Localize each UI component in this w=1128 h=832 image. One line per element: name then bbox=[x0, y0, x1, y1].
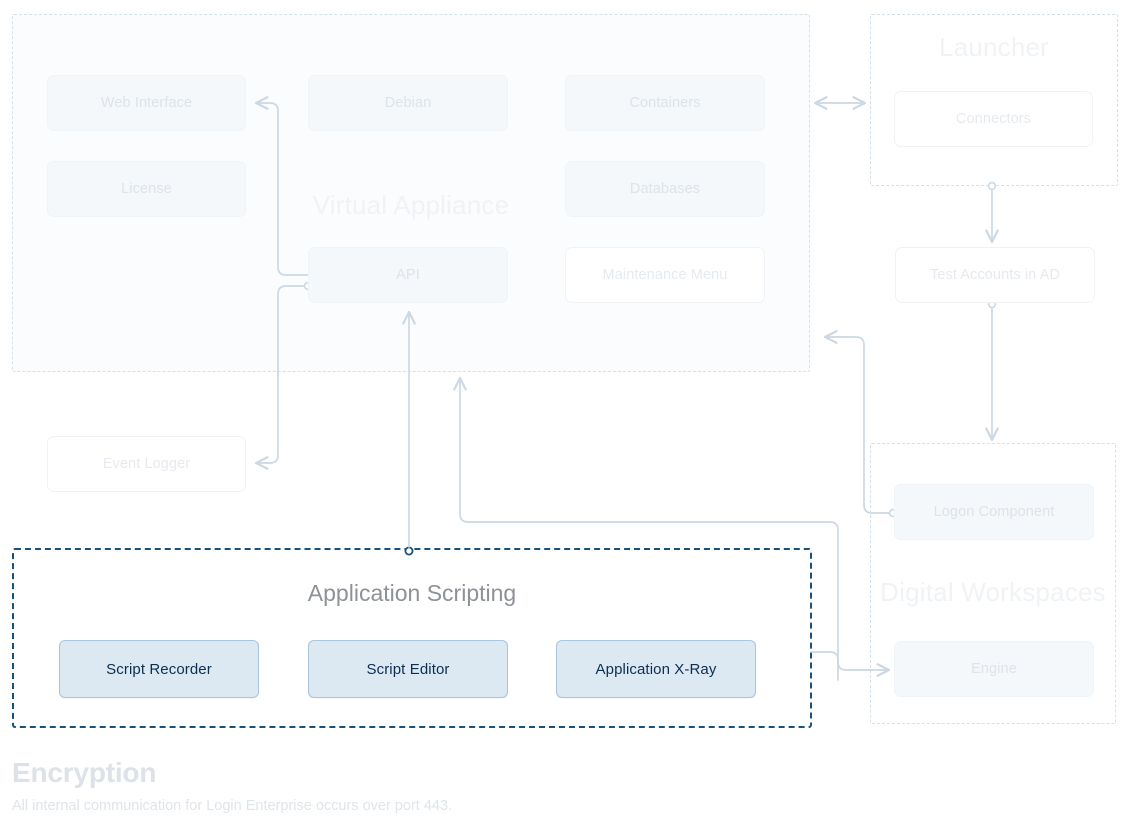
node-application-xray[interactable]: Application X-Ray bbox=[556, 640, 756, 698]
node-engine[interactable]: Engine bbox=[894, 641, 1094, 697]
node-test-accounts-in-ad-label: Test Accounts in AD bbox=[929, 267, 1061, 283]
node-debian[interactable]: Debian bbox=[308, 75, 508, 131]
node-script-recorder[interactable]: Script Recorder bbox=[59, 640, 259, 698]
node-databases-label: Databases bbox=[629, 181, 701, 197]
node-web-interface-label: Web Interface bbox=[100, 95, 193, 111]
group-application-scripting: Application Scripting bbox=[12, 548, 812, 728]
node-databases[interactable]: Databases bbox=[565, 161, 765, 217]
node-test-accounts-in-ad[interactable]: Test Accounts in AD bbox=[895, 247, 1095, 303]
node-api[interactable]: API bbox=[308, 247, 508, 303]
node-logon-component[interactable]: Logon Component bbox=[894, 484, 1094, 540]
footer-title: Encryption bbox=[12, 757, 157, 788]
node-license-label: License bbox=[121, 181, 172, 197]
group-launcher-title: Launcher bbox=[938, 32, 1050, 62]
node-script-editor-label: Script Editor bbox=[366, 660, 450, 678]
node-event-logger-label: Event Logger bbox=[102, 456, 191, 472]
node-web-interface[interactable]: Web Interface bbox=[47, 75, 246, 131]
node-license[interactable]: License bbox=[47, 161, 246, 217]
node-containers-label: Containers bbox=[629, 95, 701, 111]
node-engine-label: Engine bbox=[971, 661, 1017, 677]
node-event-logger[interactable]: Event Logger bbox=[47, 436, 246, 492]
node-containers[interactable]: Containers bbox=[565, 75, 765, 131]
group-digital-workspaces-title: Digital Workspaces bbox=[880, 577, 1106, 607]
node-script-editor[interactable]: Script Editor bbox=[308, 640, 508, 698]
node-logon-component-label: Logon Component bbox=[933, 504, 1055, 520]
node-maintenance-menu[interactable]: Maintenance Menu bbox=[565, 247, 765, 303]
group-application-scripting-title: Application Scripting bbox=[307, 580, 517, 606]
node-application-xray-label: Application X-Ray bbox=[595, 660, 717, 678]
node-api-label: API bbox=[396, 267, 420, 283]
footer-section: Encryption All internal communication fo… bbox=[12, 757, 452, 814]
node-debian-label: Debian bbox=[384, 95, 432, 111]
footer-subtitle: All internal communication for Login Ent… bbox=[12, 798, 453, 814]
node-connectors-label: Connectors bbox=[955, 111, 1032, 127]
node-maintenance-menu-label: Maintenance Menu bbox=[602, 267, 728, 283]
node-connectors[interactable]: Connectors bbox=[894, 91, 1093, 147]
node-script-recorder-label: Script Recorder bbox=[106, 660, 212, 678]
